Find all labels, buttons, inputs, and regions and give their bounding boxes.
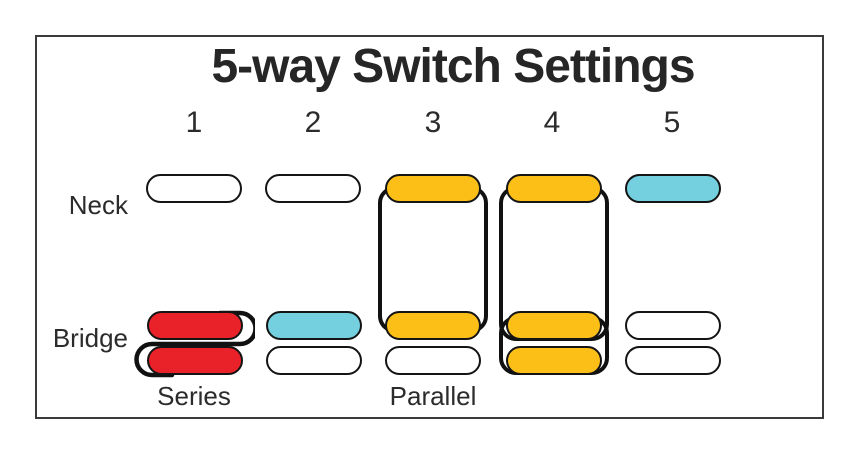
position-number-2: 2 [304, 106, 322, 139]
pos5-neck-coil [625, 174, 721, 203]
row-label-bridge: Bridge [52, 323, 128, 353]
pos1-bridge-coil-bottom [147, 346, 243, 375]
row-label-neck: Neck [68, 190, 128, 220]
annotation-series: Series [157, 381, 231, 411]
pos2-neck-coil [265, 174, 361, 203]
diagram-title: 5-way Switch Settings [211, 40, 695, 93]
pos3-bridge-coil-bottom [385, 346, 481, 375]
series-link-wire [134, 310, 255, 378]
position-number-4: 4 [543, 106, 561, 139]
position-number-1: 1 [185, 106, 203, 139]
pos2-bridge-coil-top [266, 311, 362, 340]
pos4-bridge-coil-top [506, 311, 602, 340]
diagram-border [35, 35, 824, 419]
position-number-5: 5 [663, 106, 681, 139]
pos3-neck-coil [385, 174, 481, 203]
pos1-bridge-coil-top [147, 311, 243, 340]
pos2-bridge-coil-bottom [266, 346, 362, 375]
annotation-parallel: Parallel [389, 381, 477, 411]
pos4-bridge-coil-bottom [506, 346, 602, 375]
position-number-3: 3 [424, 106, 442, 139]
pos3-bridge-coil-top [385, 311, 481, 340]
pos4-neck-coil [506, 174, 602, 203]
pos5-bridge-coil-top [625, 311, 721, 340]
pos1-neck-coil [146, 174, 242, 203]
pos5-bridge-coil-bottom [625, 346, 721, 375]
